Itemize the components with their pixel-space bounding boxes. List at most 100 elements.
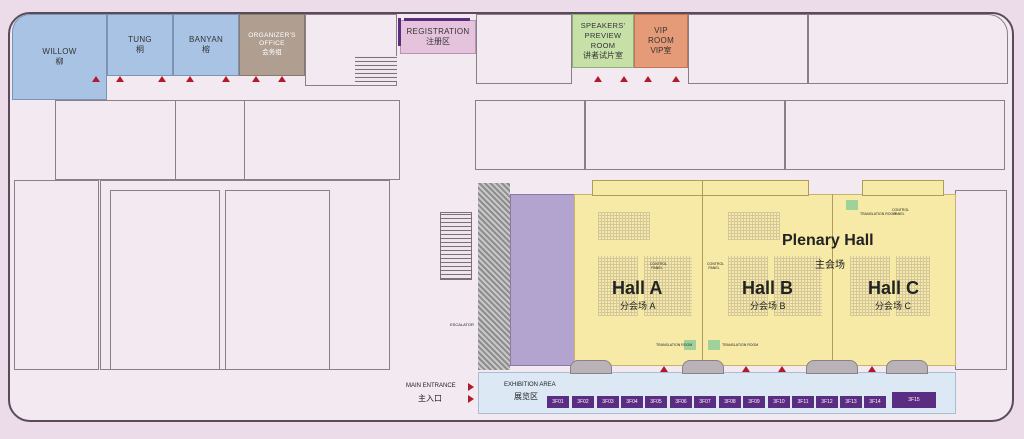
- door-arrow-icon: [644, 76, 652, 82]
- room-willow-zh: 柳: [55, 57, 64, 66]
- wall-block: [585, 100, 785, 170]
- door-arrow-icon: [92, 76, 100, 82]
- room-registration-en: REGISTRATION: [406, 27, 470, 36]
- booth-3f07[interactable]: 3F07: [694, 396, 716, 408]
- control-panel-label: CONTROL PANEL: [650, 262, 668, 270]
- room-speakers-zh: 讲者试片室: [583, 51, 623, 60]
- booth-3f05[interactable]: 3F05: [645, 396, 667, 408]
- door-arrow-icon: [620, 76, 628, 82]
- booth-3f14[interactable]: 3F14: [864, 396, 886, 408]
- booth-3f11[interactable]: 3F11: [792, 396, 814, 408]
- wall-block: [785, 100, 1005, 170]
- translation-room-label: TRANSLATION ROOM: [722, 343, 759, 347]
- room-tung-zh: 桐: [136, 45, 144, 54]
- translation-room-label: TRANSLATION ROOM: [656, 343, 693, 347]
- hall-top-rooms: [702, 180, 809, 196]
- door-arrow-icon: [660, 366, 668, 372]
- hall-top-rooms: [862, 180, 944, 196]
- door-arrow-icon: [278, 76, 286, 82]
- door-arrow-icon: [868, 366, 876, 372]
- wall-block: [110, 190, 220, 370]
- entrance-arrow-icon: [468, 395, 474, 403]
- booth-3f03[interactable]: 3F03: [597, 396, 619, 408]
- booth-3f09[interactable]: 3F09: [743, 396, 765, 408]
- door-arrow-icon: [186, 76, 194, 82]
- main-entrance-en: MAIN ENTRANCE: [406, 383, 456, 389]
- wall-block: [225, 190, 330, 370]
- hall-top-rooms: [592, 180, 704, 196]
- plenary-hall-title: Plenary Hall: [782, 232, 874, 249]
- door-arrow-icon: [742, 366, 750, 372]
- hall-divider-bc: [832, 194, 833, 364]
- wall-block: [14, 180, 99, 370]
- door-bump: [570, 360, 612, 374]
- room-vip-en: VIP ROOM: [647, 26, 675, 45]
- escalator[interactable]: [440, 212, 472, 280]
- wall-block: [688, 14, 808, 84]
- wall-block: [955, 190, 1007, 370]
- booth-3f04[interactable]: 3F04: [621, 396, 643, 408]
- room-organizer-en: ORGANIZER'S OFFICE: [248, 32, 296, 47]
- hall-c-title: Hall C: [868, 278, 920, 298]
- control-panel-label: CONTROL PANEL: [892, 208, 910, 216]
- room-tung-en: TUNG: [128, 35, 152, 44]
- room-willow-en: WILLOW: [42, 47, 77, 56]
- seating-block: [774, 256, 822, 316]
- booth-3f12[interactable]: 3F12: [816, 396, 838, 408]
- room-tung[interactable]: TUNG 桐: [107, 14, 173, 76]
- hall-a-zh: 分会场 A: [620, 301, 656, 311]
- seating-block: [598, 212, 650, 240]
- room-willow[interactable]: WILLOW 柳: [12, 14, 107, 100]
- door-arrow-icon: [252, 76, 260, 82]
- door-arrow-icon: [778, 366, 786, 372]
- booth-3f01[interactable]: 3F01: [547, 396, 569, 408]
- booth-3f13[interactable]: 3F13: [840, 396, 862, 408]
- registration-counter: [398, 18, 401, 46]
- seating-block: [896, 256, 930, 316]
- room-speakers-en: SPEAKERS' PREVIEW ROOM: [580, 21, 626, 50]
- room-vip[interactable]: VIP ROOM VIP室: [634, 14, 688, 68]
- control-panel-label: CONTROL PANEL: [707, 262, 725, 270]
- room-banyan[interactable]: BANYAN 榕: [173, 14, 239, 76]
- booth-3f15[interactable]: 3F15: [892, 392, 936, 408]
- booth-3f06[interactable]: 3F06: [670, 396, 692, 408]
- stairs: [355, 56, 397, 82]
- wall-block: [305, 14, 397, 86]
- escalator-label: ESCALATOR: [450, 322, 474, 327]
- door-bump: [682, 360, 724, 374]
- door-arrow-icon: [222, 76, 230, 82]
- hall-divider-ab: [702, 194, 703, 364]
- translation-room-box: [708, 340, 720, 350]
- door-bump: [806, 360, 858, 374]
- hall-b-zh: 分会场 B: [750, 301, 786, 311]
- room-organizer-office[interactable]: ORGANIZER'S OFFICE 会务组: [239, 14, 305, 76]
- main-entrance-zh: 主入口: [418, 394, 442, 403]
- hatched-wall: [478, 183, 510, 370]
- hall-b-title: Hall B: [742, 278, 794, 298]
- room-vip-zh: VIP室: [650, 46, 672, 55]
- seating-block: [728, 256, 768, 316]
- booth-3f10[interactable]: 3F10: [768, 396, 790, 408]
- translation-room-box: [684, 340, 696, 350]
- translation-room-box: [846, 200, 858, 210]
- entrance-arrow-icon: [468, 383, 474, 391]
- door-bump: [886, 360, 928, 374]
- hall-c-zh: 分会场 C: [875, 301, 912, 311]
- wall-block: [475, 100, 585, 170]
- door-arrow-icon: [158, 76, 166, 82]
- booth-3f02[interactable]: 3F02: [572, 396, 594, 408]
- translation-room-label: TRANSLATION ROOM: [860, 212, 897, 216]
- booth-3f08[interactable]: 3F08: [719, 396, 741, 408]
- exhibition-area-zh: 展览区: [514, 392, 538, 401]
- room-banyan-zh: 榕: [202, 45, 210, 54]
- room-speakers-preview[interactable]: SPEAKERS' PREVIEW ROOM 讲者试片室: [572, 14, 634, 68]
- room-organizer-zh: 会务组: [262, 49, 282, 56]
- hall-a-title: Hall A: [612, 278, 663, 298]
- room-registration[interactable]: REGISTRATION 注册区: [400, 20, 476, 54]
- wall-block: [808, 14, 1008, 84]
- wall-block: [175, 100, 245, 180]
- door-arrow-icon: [594, 76, 602, 82]
- seating-block: [728, 212, 780, 240]
- exhibition-area-en: EXHIBITION AREA: [504, 382, 556, 388]
- seating-block: [850, 256, 890, 316]
